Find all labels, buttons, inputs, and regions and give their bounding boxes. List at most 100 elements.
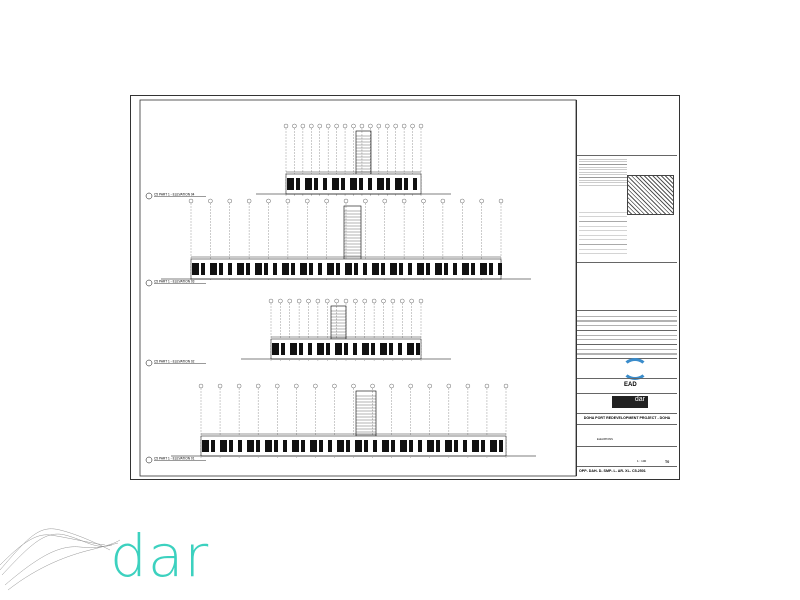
facade-panel <box>246 263 250 275</box>
client-logo <box>622 358 648 380</box>
facade-panel <box>381 263 385 275</box>
grid-bubble <box>359 123 365 129</box>
facade-panel <box>273 263 277 275</box>
facade-panel <box>407 343 414 355</box>
divider <box>577 446 677 447</box>
dar-logo: dar <box>110 522 210 590</box>
divider <box>577 424 677 425</box>
grid-bubble <box>296 298 302 304</box>
divider <box>577 393 677 394</box>
grid-bubble <box>460 198 465 204</box>
title-block: EAD dar DOHA PORT REDEVELOPMENT PROJECT … <box>576 100 677 476</box>
facade-panel <box>359 178 363 190</box>
grid-bubble <box>208 198 213 204</box>
facade-panel <box>344 343 348 355</box>
facade-panel <box>363 263 367 275</box>
sheet-number: OPP- DAH- D- SMP- L- AR- XL- C5-2501 <box>579 469 646 473</box>
grid-bubble <box>371 298 377 304</box>
grid-bubble <box>446 383 451 389</box>
grid-bubble <box>418 298 424 304</box>
elevation-marker <box>145 456 153 464</box>
facade-panel <box>400 440 407 452</box>
grid-bubble <box>351 383 356 389</box>
grid-bubble <box>325 298 330 304</box>
facade-panel <box>498 263 502 275</box>
facade-panel <box>299 343 303 355</box>
facade-panel <box>386 178 390 190</box>
divider <box>577 262 677 263</box>
grid-bubble <box>294 383 299 389</box>
facade-panel <box>380 343 387 355</box>
facade-panel <box>256 440 260 452</box>
grid-bubble <box>498 198 504 204</box>
drawing-title: ELEVATIONS <box>597 438 613 441</box>
grid-bubble <box>313 383 318 389</box>
facade-panel <box>371 343 375 355</box>
grid-bubble <box>334 123 339 129</box>
facade-panel <box>377 178 384 190</box>
facade-panel <box>435 263 442 275</box>
facade-panel <box>373 440 377 452</box>
facade-panel <box>317 343 324 355</box>
facade-panel <box>272 343 279 355</box>
facade-panel <box>372 263 379 275</box>
facade-panel <box>274 440 278 452</box>
drawing-frame <box>139 99 577 477</box>
facade-panel <box>287 178 294 190</box>
facade-panel <box>355 440 362 452</box>
grid-bubble <box>503 383 509 389</box>
grid-bubble <box>362 298 367 304</box>
grid-bubble <box>385 123 390 129</box>
facade-panel <box>328 440 332 452</box>
facade-panel <box>327 263 334 275</box>
elevation-marker <box>145 359 153 367</box>
facade-panel <box>281 343 285 355</box>
facade-panel <box>192 263 199 275</box>
facade-panel <box>463 440 467 452</box>
facade-panel <box>489 263 493 275</box>
facade-panel <box>238 440 242 452</box>
grid-bubble <box>393 123 398 129</box>
facade-panel <box>454 440 458 452</box>
facade-panel <box>341 178 345 190</box>
facade-panel <box>390 263 397 275</box>
grid-bubble <box>479 198 484 204</box>
facade-panel <box>426 263 430 275</box>
grid-bubble <box>300 123 306 129</box>
project-title: DOHA PORT REDEVELOPMENT PROJECT - DOHA <box>583 416 671 420</box>
facade-panel <box>399 263 403 275</box>
facade-panel <box>229 440 233 452</box>
elevation-marker <box>145 192 153 200</box>
facade-panel <box>326 343 330 355</box>
facade-panel <box>350 178 357 190</box>
divider <box>577 378 677 379</box>
facade-panel <box>283 440 287 452</box>
facade-panel <box>210 263 217 275</box>
facade-panel <box>202 440 209 452</box>
facade-panel <box>418 440 422 452</box>
facade-panel <box>453 263 457 275</box>
facade-panel <box>480 263 487 275</box>
building-body <box>200 435 507 457</box>
facade-panel <box>300 263 307 275</box>
divider <box>577 413 677 414</box>
grid-bubble <box>427 383 432 389</box>
facade-panel <box>237 263 244 275</box>
facade-panel <box>391 440 395 452</box>
grid-bubble <box>227 198 232 204</box>
facade-panel <box>323 178 327 190</box>
facade-panel <box>301 440 305 452</box>
facade-panel <box>481 440 485 452</box>
grid-bubble <box>440 198 446 204</box>
grid-bubble <box>275 383 280 389</box>
grid-bubble <box>287 298 292 304</box>
facade-panel <box>354 263 358 275</box>
grid-bubble <box>421 198 426 204</box>
grid-bubble <box>410 123 415 129</box>
grid-bubble <box>217 383 223 389</box>
grid-bubble <box>418 123 424 129</box>
grid-bubble <box>188 198 194 204</box>
facade-panel <box>336 263 340 275</box>
